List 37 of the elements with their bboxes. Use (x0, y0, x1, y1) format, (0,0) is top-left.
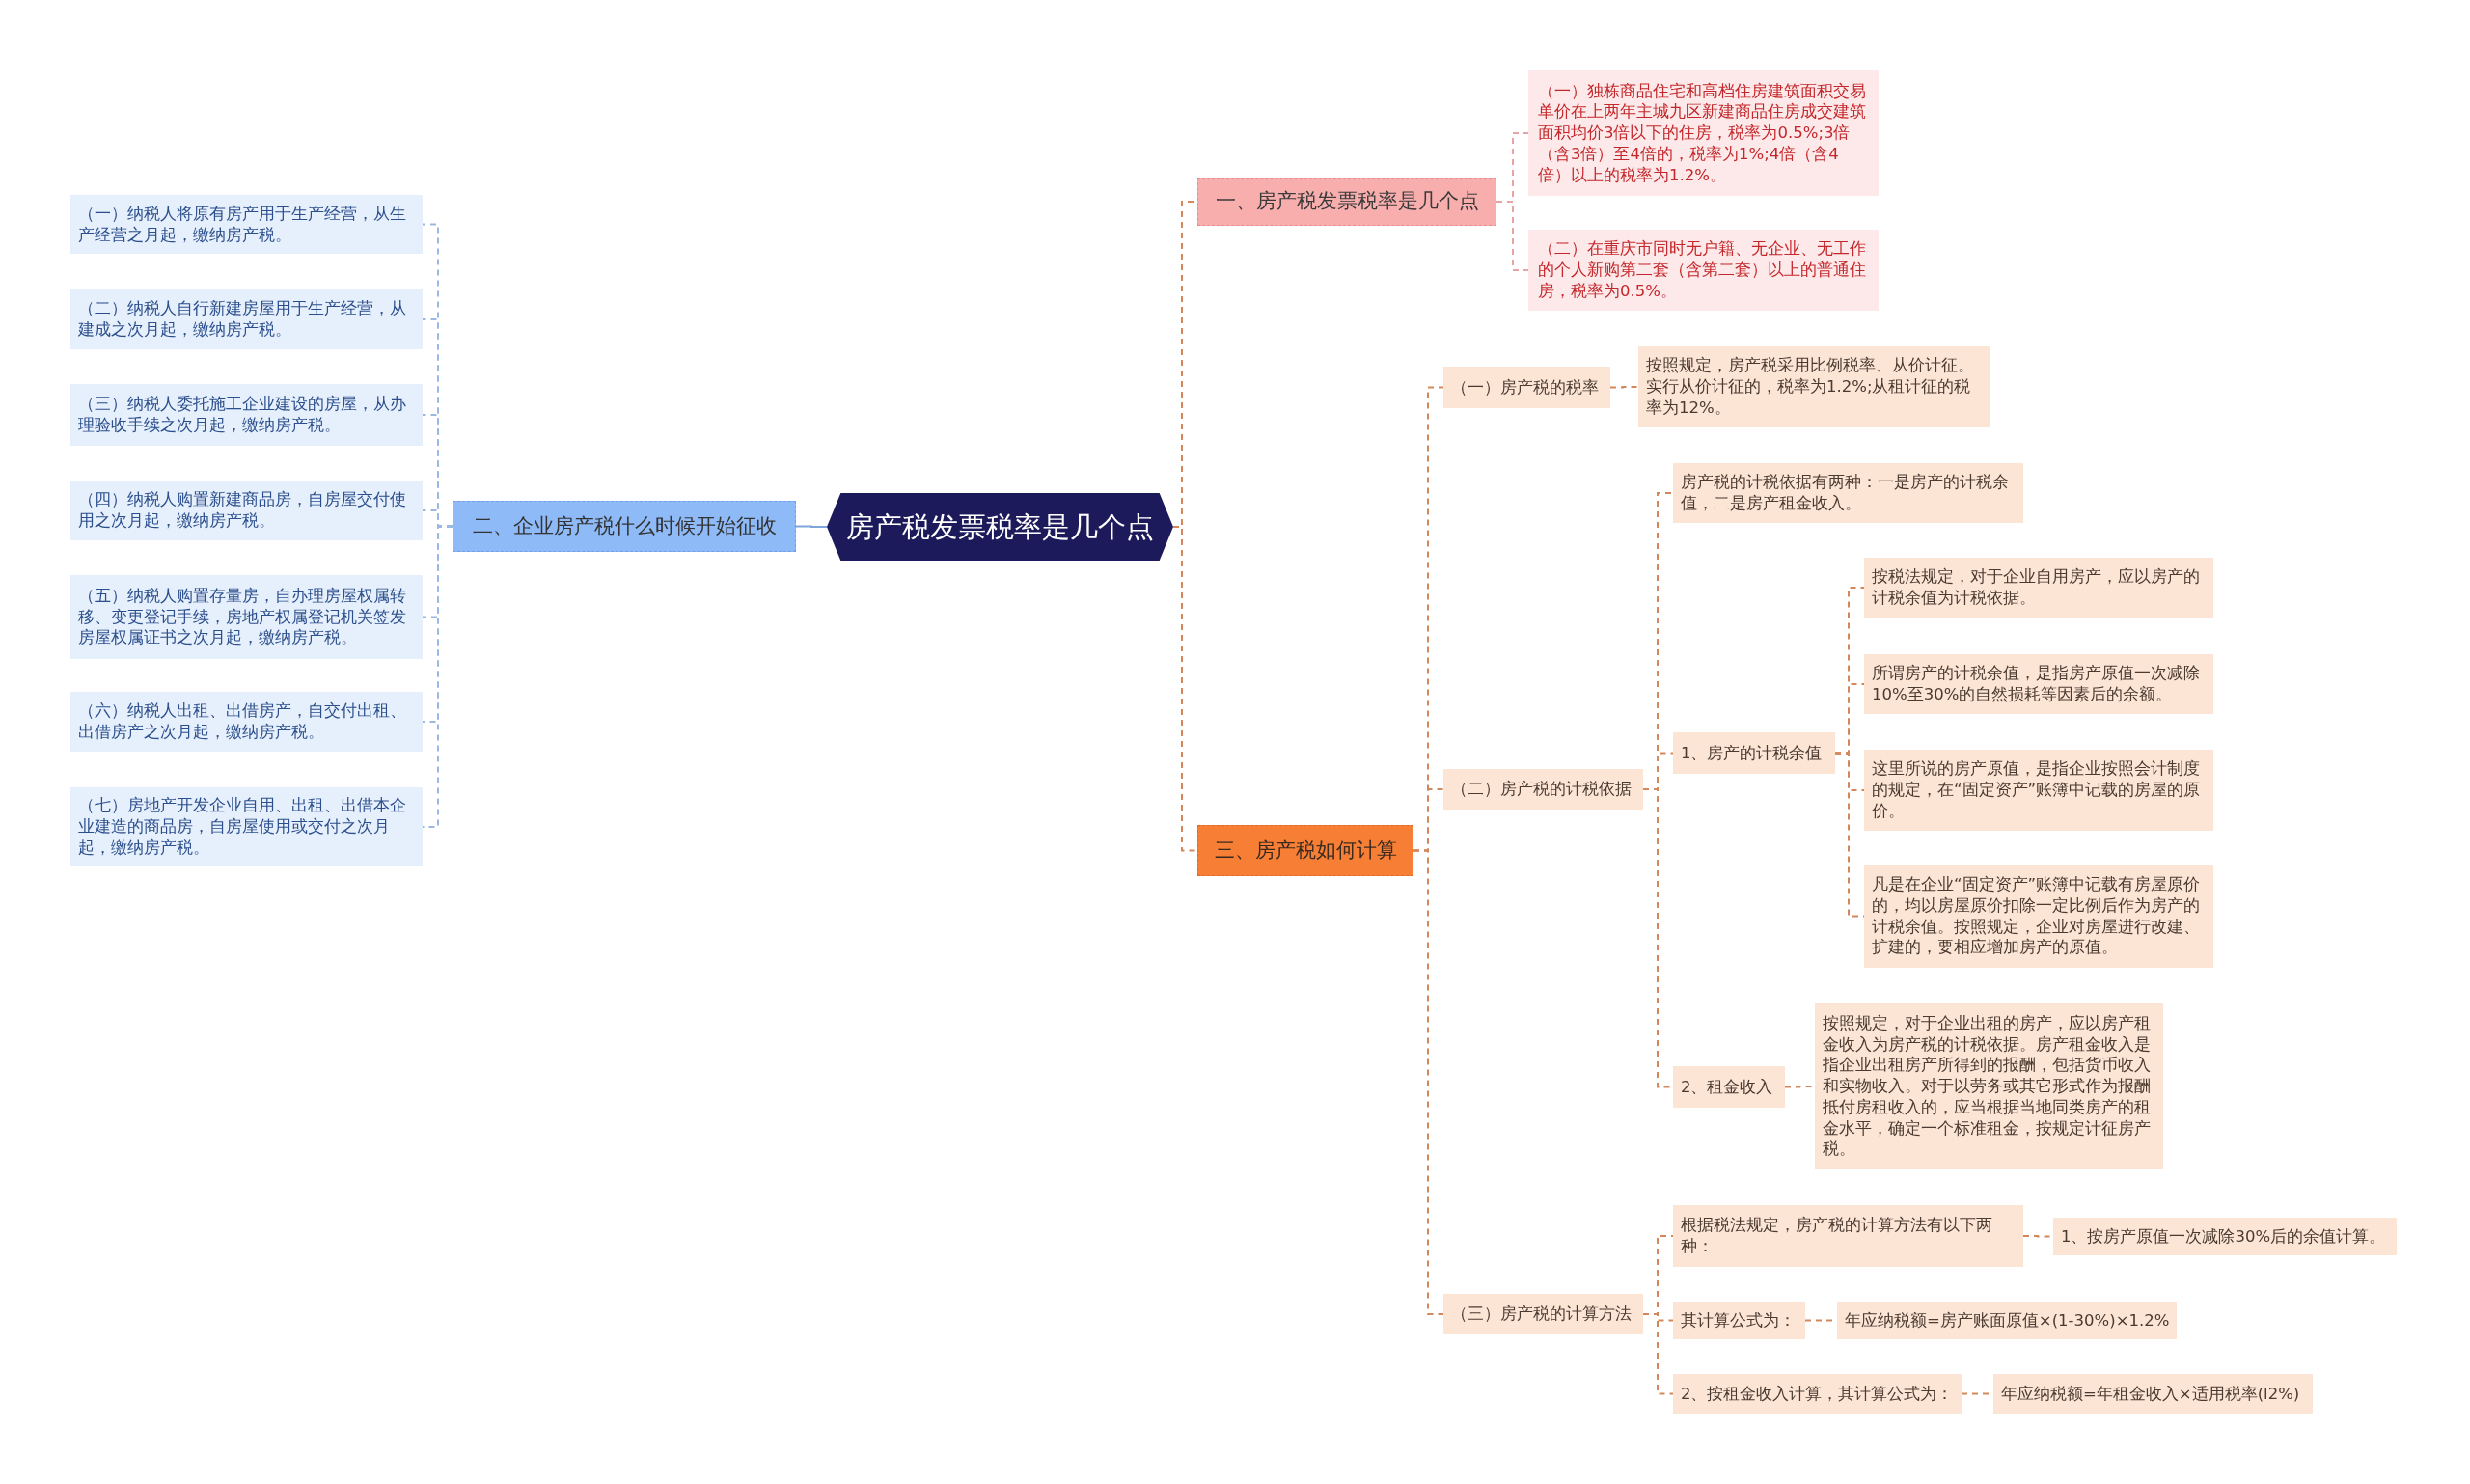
note-box: 按税法规定，对于企业自用房产，应以房产的计税余值为计税依据。 (1864, 558, 2213, 618)
note-box: （二）纳税人自行新建房屋用于生产经营，从建成之次月起，缴纳房产税。 (70, 289, 423, 349)
connector (1609, 386, 1639, 389)
note-box: （六）纳税人出租、出借房产，自交付出租、出借房产之次月起，缴纳房产税。 (70, 692, 423, 752)
subtopic-box: （二）房产税的计税依据 (1443, 769, 1643, 810)
note-box: 这里所说的房产原值，是指企业按照会计制度的规定，在“固定资产”账簿中记载的房屋的原价。 (1864, 750, 2213, 831)
note-box: 2、按租金收入计算，其计算公式为： (1673, 1374, 1962, 1414)
note-box: （一）独栋商品住宅和高档住房建筑面积交易单价在上两年主城九区新建商品住房成交建筑面积均价3倍以下的住房，税率为0.5%;3倍（含3倍）至4倍的，税率为1%;4倍（含4倍）以上的税率为1.2%。 (1528, 70, 1879, 196)
note-box: （七）房地产开发企业自用、出租、出借本企业建造的商品房，自房屋使用或交付之次月起，缴纳房产税。 (70, 787, 423, 866)
connector (795, 525, 828, 528)
note-box: （三）纳税人委托施工企业建设的房屋，从办理验收手续之次月起，缴纳房产税。 (70, 384, 423, 446)
note-box: （一）纳税人将原有房产用于生产经营，从生产经营之月起，缴纳房产税。 (70, 195, 423, 254)
connector (1642, 1313, 1674, 1395)
note-box: （二）在重庆市同时无户籍、无企业、无工作的个人新购第二套（含第二套）以上的普通住房，税率为0.5%。 (1528, 230, 1879, 311)
connector (1496, 201, 1529, 271)
note-box: 其计算公式为： (1673, 1302, 1805, 1339)
note-box: 按照规定，房产税采用比例税率、从价计征。实行从价计征的，税率为1.2%;从租计征的税率为12%。 (1638, 346, 1990, 427)
note-box: 按照规定，对于企业出租的房产，应以房产租金收入为房产税的计税依据。房产租金收入是指企业出租房产所得到的报酬，包括货币收入和实物收入。对于以劳务或其它形式作为报酬抵付房租收入的，应当根据当地同类房产的租金水平，确定一个标准租金，按规定计征房产税。 (1815, 1003, 2163, 1169)
note-box: 1、按房产原值一次减除30%后的余值计算。 (2053, 1218, 2397, 1255)
topic-box: 一、房产税发票税率是几个点 (1197, 178, 1496, 226)
central-topic: 房产税发票税率是几个点 (827, 493, 1173, 561)
subtopic-box: 2、租金收入 (1673, 1066, 1785, 1108)
subtopic-box: （一）房产税的税率 (1443, 367, 1610, 408)
subtopic-box: （三）房产税的计算方法 (1443, 1294, 1643, 1334)
subtopic-box: 1、房产的计税余值 (1673, 732, 1835, 774)
note-box: （五）纳税人购置存量房，自办理房屋权属转移、变更登记手续，房地产权属登记机关签发房屋权属证书之次月起，缴纳房产税。 (70, 575, 423, 659)
note-box: 凡是在企业“固定资产”账簿中记载有房屋原价的，均以房屋原价扣除一定比例后作为房产的计税余值。按照规定，企业对房屋进行改建、扩建的，要相应增加房产的原值。 (1864, 865, 2213, 968)
formula-box: 年应纳税额=房产账面原值×(1-30%)×1.2% (1837, 1302, 2178, 1339)
connector (1413, 849, 1444, 1315)
note-box: 根据税法规定，房产税的计算方法有以下两种： (1673, 1205, 2023, 1267)
topic-box: 二、企业房产税什么时候开始征收 (453, 501, 796, 552)
topic-box: 三、房产税如何计算 (1197, 825, 1413, 876)
note-box: （四）纳税人购置新建商品房，自房屋交付使用之次月起，缴纳房产税。 (70, 481, 423, 540)
note-box: 所谓房产的计税余值，是指房产原值一次减除10%至30%的自然损耗等因素后的余额。 (1864, 654, 2213, 714)
connector (1172, 526, 1198, 852)
formula-box: 年应纳税额=年租金收入×适用税率(l2%) (1993, 1374, 2313, 1414)
note-box: 房产税的计税依据有两种：一是房产的计税余值，二是房产租金收入。 (1673, 463, 2023, 523)
